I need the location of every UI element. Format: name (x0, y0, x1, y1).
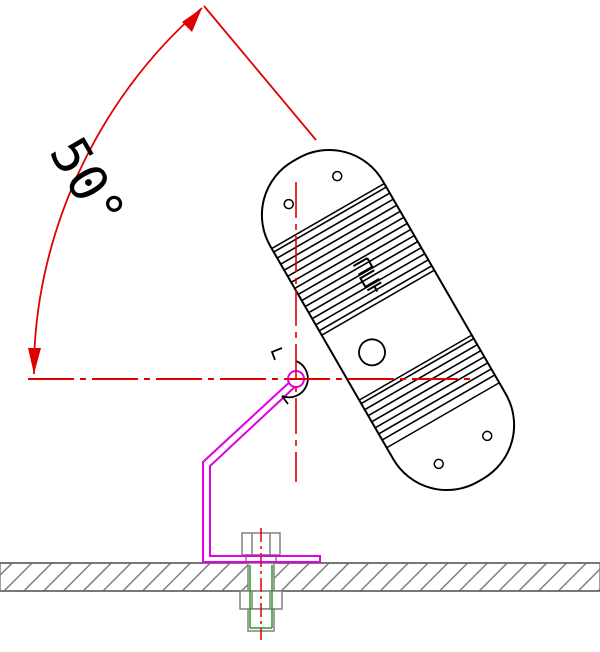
hatch-line (289, 216, 406, 284)
hatch-line (300, 234, 416, 302)
angle-dimension (33, 5, 317, 375)
hatch-line (272, 185, 388, 254)
paddle-pivot-hole (358, 338, 386, 367)
pivot-hinge (270, 347, 309, 405)
hatch-line (314, 258, 430, 326)
hatch-line (317, 264, 434, 333)
hatch-line (380, 373, 497, 442)
angle-label: 50° (37, 128, 136, 239)
paddle-hole-bottom-left (433, 458, 445, 470)
hatch-line (359, 337, 476, 405)
paddle-hole-top-right (331, 170, 343, 182)
hatch-line (377, 367, 493, 436)
hatch-line (373, 361, 490, 430)
hatch-line (286, 210, 402, 278)
hatch-line (296, 228, 413, 296)
paddle-hatch-upper (272, 185, 434, 333)
hatch-line (363, 343, 479, 411)
hatch-line (370, 355, 486, 423)
angle-arrow-top-icon (182, 8, 202, 32)
mounting-plate (0, 562, 600, 592)
hatch-line (282, 204, 399, 272)
paddle-hatch-lower (359, 337, 497, 442)
hatch-line (366, 349, 483, 417)
paddle-logo-icon (352, 257, 382, 293)
paddle-hole-top-left (283, 198, 295, 210)
hatch-line (293, 222, 409, 290)
paddle-hole-bottom-right (481, 430, 493, 442)
hatch-line (307, 246, 423, 314)
paddle (239, 127, 537, 513)
angle-arrow-bottom-icon (28, 348, 41, 374)
hatch-line (279, 197, 395, 266)
bracket (202, 377, 321, 563)
